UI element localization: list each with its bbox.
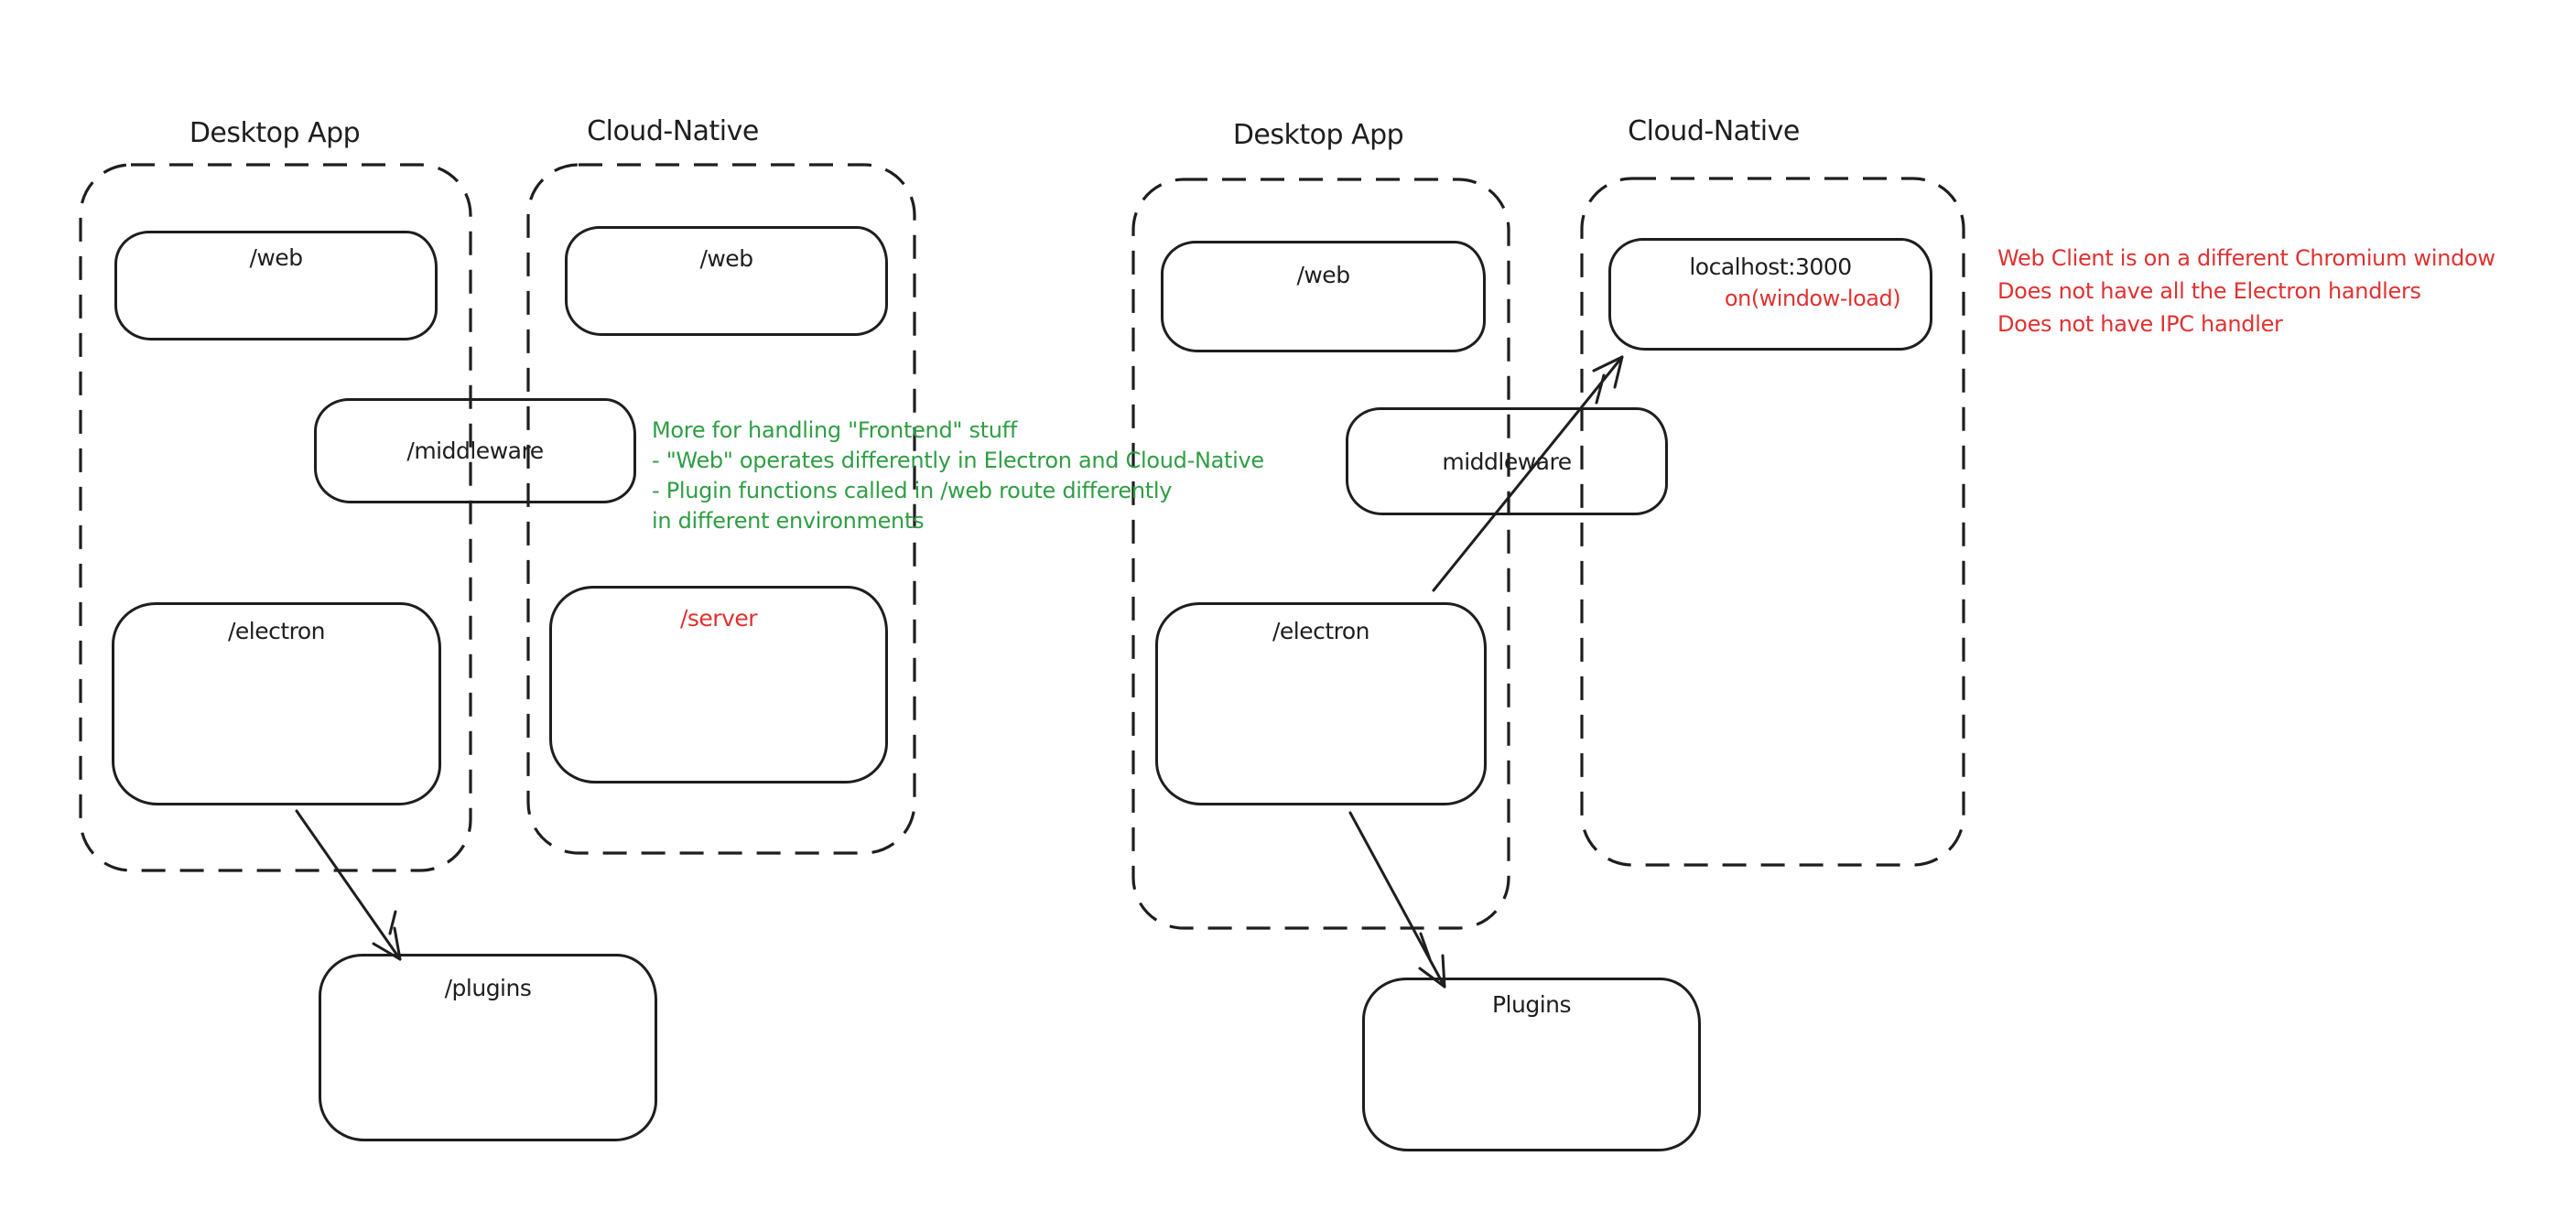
green-note-line: in different environments — [652, 508, 925, 534]
left-plugins-box[interactable]: /plugins — [319, 954, 657, 1141]
right-plugins-box[interactable]: Plugins — [1362, 978, 1701, 1151]
green-note[interactable]: More for handling "Frontend" stuff - "We… — [652, 416, 1264, 536]
left-web-desktop-box[interactable]: /web — [114, 231, 438, 340]
left-cloud-native-container[interactable] — [526, 163, 916, 855]
left-server-label: /server — [679, 605, 758, 632]
green-note-line: - "Web" operates differently in Electron… — [652, 448, 1264, 473]
right-web-label: /web — [1296, 262, 1350, 288]
red-note-line: Does not have IPC handler — [1997, 311, 2283, 337]
right-electron-label: /electron — [1272, 618, 1370, 644]
right-middleware-label: middleware — [1442, 448, 1572, 475]
right-cloud-native-container[interactable] — [1580, 177, 1965, 867]
left-web-desktop-label: /web — [249, 244, 303, 271]
right-desktop-app-title[interactable]: Desktop App — [1232, 119, 1404, 151]
red-note-line: Web Client is on a different Chromium wi… — [1997, 245, 2495, 271]
red-note[interactable]: Web Client is on a different Chromium wi… — [1997, 242, 2495, 340]
left-electron-box[interactable]: /electron — [112, 602, 441, 805]
right-window-load-label: on(window-load) — [1724, 286, 1901, 311]
right-desktop-app-container[interactable] — [1131, 178, 1510, 930]
right-web-box[interactable]: /web — [1161, 241, 1486, 352]
left-web-cloud-box[interactable]: /web — [565, 226, 888, 336]
left-web-cloud-label: /web — [699, 245, 753, 272]
left-desktop-app-title[interactable]: Desktop App — [189, 117, 361, 149]
left-cloud-native-title[interactable]: Cloud-Native — [587, 115, 759, 147]
right-middleware-box[interactable]: middleware — [1346, 407, 1668, 515]
left-plugins-label: /plugins — [444, 975, 532, 1001]
left-middleware-label: /middleware — [406, 438, 544, 464]
left-electron-label: /electron — [227, 618, 326, 644]
right-plugins-label: Plugins — [1491, 991, 1572, 1018]
right-localhost-box[interactable]: localhost:3000 on(window-load) — [1608, 238, 1932, 351]
left-middleware-box[interactable]: /middleware — [314, 398, 636, 503]
left-desktop-app-container[interactable] — [79, 163, 472, 872]
right-localhost-label: localhost:3000 — [1689, 254, 1852, 280]
right-cloud-native-title[interactable]: Cloud-Native — [1628, 115, 1800, 147]
left-server-box[interactable]: /server — [549, 586, 888, 784]
right-electron-box[interactable]: /electron — [1155, 602, 1487, 805]
green-note-line: - Plugin functions called in /web route … — [652, 478, 1173, 503]
green-note-line: More for handling "Frontend" stuff — [652, 417, 1017, 443]
red-note-line: Does not have all the Electron handlers — [1997, 278, 2421, 304]
